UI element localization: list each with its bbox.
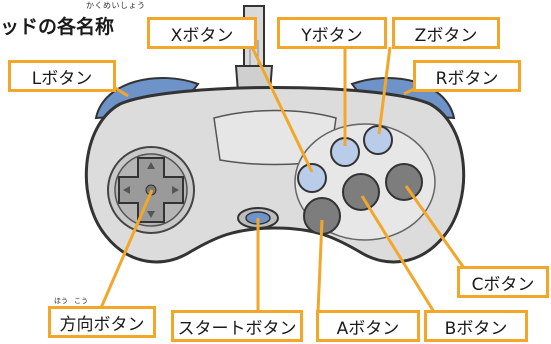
leader-a (316, 219, 324, 313)
y-button-label: Yボタン (277, 17, 387, 49)
x-button-label: Xボタン (147, 17, 257, 49)
dpad-label: 方向ボタン (48, 306, 156, 338)
c-button (385, 163, 423, 201)
z-button-label: Zボタン (392, 17, 500, 49)
b-button-label: Bボタン (424, 310, 528, 342)
dpad-ruby-2: こう (74, 297, 88, 305)
x-button (297, 163, 327, 193)
b-button (342, 173, 380, 211)
leader-c (404, 185, 466, 269)
leader-x (250, 46, 314, 173)
a-button-label: Aボタン (316, 310, 420, 342)
l-button-label: Lボタン (8, 60, 116, 92)
dpad-ruby-1: ほう (54, 297, 68, 305)
leader-b (360, 195, 436, 313)
r-button-label: Rボタン (413, 60, 521, 92)
c-button-label: Cボタン (457, 266, 549, 298)
start-button-label: スタートボタン (171, 310, 303, 342)
page-heading: ッドの各名称 (0, 16, 115, 38)
leader-dpad (99, 189, 154, 309)
heading-ruby: かくめいしょう (86, 1, 146, 10)
leader-lines (99, 46, 466, 313)
leader-z (377, 46, 392, 135)
z-button (363, 125, 393, 155)
